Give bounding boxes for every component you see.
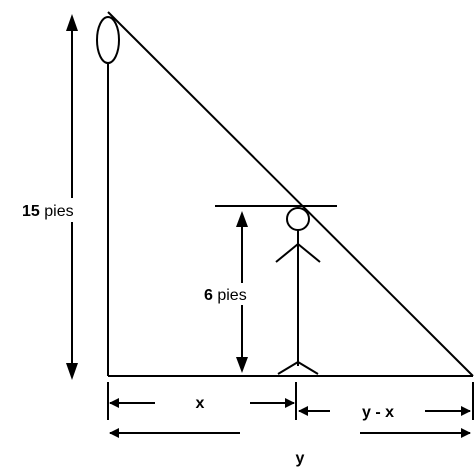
person-height-arrow-top: [236, 211, 248, 227]
person-leg-left: [277, 361, 299, 375]
lamp-height-label: 15 pies: [22, 203, 74, 220]
lamp-height-arrow-top: [66, 14, 78, 31]
y-label: y: [296, 450, 305, 467]
y-minus-x-label: y - x: [362, 404, 394, 421]
person-height-label-bg: [200, 283, 272, 305]
person-head-icon: [286, 207, 310, 231]
lamp-height-label-bg: [20, 198, 94, 222]
person-leg-right: [297, 361, 319, 375]
person-arm-right: [297, 243, 321, 263]
person-arm-left: [275, 243, 299, 263]
x-label: x: [196, 395, 205, 412]
light-ray-line: [107, 11, 474, 377]
person-height-label: 6 pies: [204, 287, 247, 304]
person-height-arrow-bottom: [236, 357, 248, 373]
lamp-icon: [96, 16, 120, 64]
lamp-height-arrow-bottom: [66, 363, 78, 380]
